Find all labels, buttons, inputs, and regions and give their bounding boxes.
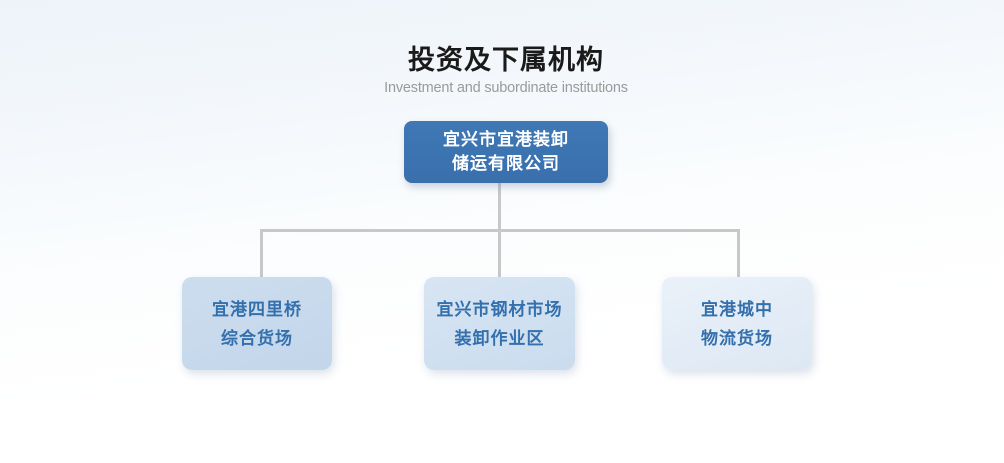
org-node-label: 装卸作业区 — [454, 328, 545, 348]
page-header: 投资及下属机构 Investment and subordinate insti… — [0, 44, 1004, 96]
org-node-child-2: 宜兴市钢材市场 装卸作业区 — [424, 277, 575, 370]
org-node-label: 物流货场 — [701, 328, 773, 348]
connector-root-vertical — [498, 183, 501, 232]
org-node-label: 宜港城中 — [701, 299, 773, 319]
page-subtitle: Investment and subordinate institutions — [384, 80, 628, 96]
org-node-child-3: 宜港城中 物流货场 — [662, 277, 812, 370]
org-node-label: 宜港四里桥 — [212, 299, 302, 319]
connector-right-vertical — [737, 229, 740, 277]
org-node-label: 综合货场 — [221, 328, 293, 348]
connector-left-vertical — [260, 229, 263, 277]
org-node-label: 宜兴市宜港装卸 — [443, 130, 569, 149]
page-title: 投资及下属机构 — [408, 45, 604, 75]
org-node-root: 宜兴市宜港装卸 储运有限公司 — [404, 121, 608, 183]
connector-middle-vertical — [498, 229, 501, 277]
org-node-label: 储运有限公司 — [452, 154, 560, 173]
org-node-child-1: 宜港四里桥 综合货场 — [182, 277, 332, 370]
org-node-label: 宜兴市钢材市场 — [436, 299, 563, 319]
